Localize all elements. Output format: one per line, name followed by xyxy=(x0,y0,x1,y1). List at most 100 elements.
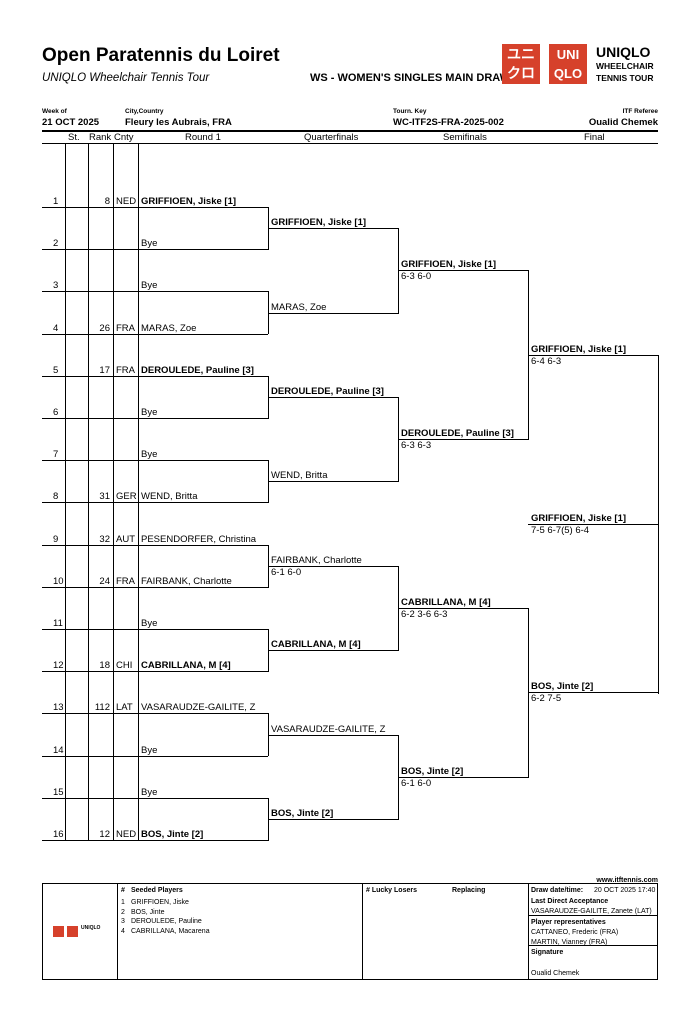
player-rank: 31 xyxy=(99,491,110,502)
bracket-connector xyxy=(528,608,529,778)
draw-line xyxy=(42,418,268,419)
bracket-line xyxy=(268,228,399,229)
final-entry-score: 6-4 6-3 xyxy=(531,356,562,367)
bracket-connector xyxy=(268,291,269,334)
bracket-line xyxy=(398,439,529,440)
winner-line xyxy=(528,524,659,525)
player-name: MARAS, Zoe xyxy=(141,323,197,334)
seed-name: BOS, Jinte xyxy=(131,908,165,916)
seeded-header: Seeded Players xyxy=(131,887,183,894)
draw-line xyxy=(42,249,268,250)
draw-position: 9 xyxy=(53,534,59,545)
final-entry-score: 6-2 7-5 xyxy=(531,693,562,704)
player-name: DEROULEDE, Pauline [3] xyxy=(141,365,254,376)
seed-number: 3 xyxy=(121,918,125,925)
player-name: WEND, Britta xyxy=(141,491,198,502)
draw-line xyxy=(42,207,268,208)
player-rank: 17 xyxy=(99,365,110,376)
player-name: Bye xyxy=(141,238,158,249)
rep-1: CATTANEO, Frederic (FRA) xyxy=(531,929,619,936)
bracket-line xyxy=(268,481,399,482)
draw-position: 5 xyxy=(53,365,59,376)
key-value: WC-ITF2S-FRA-2025-002 xyxy=(393,117,504,128)
player-country: FRA xyxy=(116,365,135,376)
draw-line xyxy=(42,460,268,461)
sf-entry-name: DEROULEDE, Pauline [3] xyxy=(401,428,514,439)
col-rank: Rank xyxy=(89,132,112,143)
draw-position: 10 xyxy=(53,576,64,587)
draw-position: 7 xyxy=(53,449,59,460)
qf-entry-name: CABRILLANA, M [4] xyxy=(271,639,361,650)
draw-bottom-line xyxy=(42,840,268,841)
columns-rule xyxy=(42,143,658,144)
tournament-title: Open Paratennis du Loiret xyxy=(42,45,280,66)
player-country: NED xyxy=(116,196,137,207)
col-quarterfinals: Quarterfinals xyxy=(304,132,359,143)
player-country: FRA xyxy=(116,576,135,587)
seed-number: 2 xyxy=(121,908,125,916)
qf-entry-name: FAIRBANK, Charlotte xyxy=(271,555,362,566)
draw-position: 12 xyxy=(53,660,64,671)
bracket-line xyxy=(528,692,659,693)
lda-value: VASARAUDZE-GAILITE, Zanete (LAT) xyxy=(531,908,652,915)
bracket-line xyxy=(398,608,529,609)
final-entry-name: GRIFFIOEN, Jiske [1] xyxy=(531,344,627,355)
seed-number: 1 xyxy=(121,899,125,906)
referee-value: Oualid Chemek xyxy=(588,117,658,128)
event-title: WS - WOMEN'S SINGLES MAIN DRAW xyxy=(310,72,506,84)
qf-entry-name: BOS, Jinte [2] xyxy=(271,808,334,819)
player-name: FAIRBANK, Charlotte xyxy=(141,576,232,587)
draw-position: 11 xyxy=(53,618,63,629)
player-country: NED xyxy=(116,829,137,840)
player-country: CHI xyxy=(116,660,133,671)
draw-position: 4 xyxy=(53,323,59,334)
player-name: VASARAUDZE-GAILITE, Z xyxy=(141,702,256,713)
player-name: Bye xyxy=(141,745,158,756)
player-name: Bye xyxy=(141,449,158,460)
city-label: City,Country xyxy=(125,108,164,115)
player-rank: 8 xyxy=(104,196,110,207)
col-final: Final xyxy=(584,132,605,143)
draw-line xyxy=(42,671,268,672)
player-rank: 26 xyxy=(99,323,110,334)
bracket-line xyxy=(268,566,399,567)
player-rank: 12 xyxy=(99,829,110,840)
bracket-line xyxy=(268,735,399,736)
player-country: AUT xyxy=(116,534,135,545)
reps-label: Player representatives xyxy=(531,919,606,926)
bracket-line xyxy=(268,650,399,651)
draw-line xyxy=(42,629,268,630)
player-name: Bye xyxy=(141,407,158,418)
draw-line xyxy=(42,545,268,546)
draw-position: 16 xyxy=(53,829,64,840)
footer-box xyxy=(42,883,658,980)
draw-line xyxy=(42,376,268,377)
seed-name: DEROULEDE, Pauline xyxy=(131,918,202,925)
seed-name: CABRILLANA, Macarena xyxy=(131,927,210,935)
week-value: 21 OCT 2025 xyxy=(42,117,100,128)
bracket-line xyxy=(398,777,529,778)
referee-label: ITF Referee xyxy=(622,108,658,115)
player-country: FRA xyxy=(116,323,135,334)
seed-number: 4 xyxy=(121,927,125,935)
draw-position: 15 xyxy=(53,787,64,798)
final-entry-name: BOS, Jinte [2] xyxy=(531,681,594,692)
key-label: Tourn. Key xyxy=(393,108,427,115)
col-st: St. xyxy=(68,132,80,143)
bracket-line xyxy=(268,819,399,820)
bracket-line xyxy=(528,355,659,356)
column-divider xyxy=(88,143,89,841)
player-name: Bye xyxy=(141,787,158,798)
player-rank: 18 xyxy=(99,660,110,671)
sf-entry-name: BOS, Jinte [2] xyxy=(401,766,464,777)
tour-subtitle: UNIQLO Wheelchair Tennis Tour xyxy=(42,72,210,84)
player-name: PESENDORFER, Christina xyxy=(141,534,257,545)
column-divider xyxy=(113,143,114,841)
sf-entry-name: CABRILLANA, M [4] xyxy=(401,597,491,608)
lucky-losers-header: # Lucky Losers xyxy=(366,887,417,894)
draw-date-value: 20 OCT 2025 17:40 xyxy=(594,887,656,894)
player-name: GRIFFIOEN, Jiske [1] xyxy=(141,196,237,207)
draw-line xyxy=(42,713,268,714)
draw-position: 6 xyxy=(53,407,59,418)
draw-date-label: Draw date/time: xyxy=(531,887,584,894)
